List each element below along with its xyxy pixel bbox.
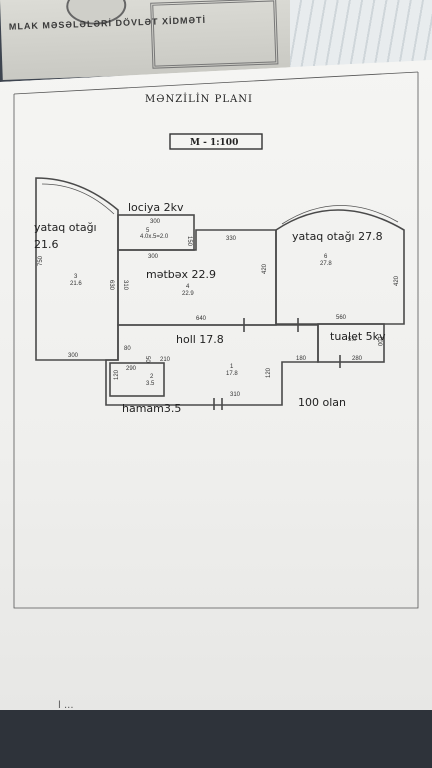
dim-label: 330 [226,236,237,242]
dim-label: 640 [196,316,207,322]
room-area: 4.0x.5=2.0 [140,234,169,240]
room-bedroom-left [35,177,119,361]
dim-label: 180 [296,356,307,362]
plan-scale: M - 1:100 [190,138,238,148]
dim-label: 750 [38,255,44,266]
decorative-frame [150,0,279,69]
room-area: 3.5 [146,381,155,387]
room-toilet [317,323,385,363]
dim-label: 630 [108,280,114,291]
label-olan: 100 olan [298,396,346,409]
room-area: 17.8 [226,371,238,377]
room-bedroom-right [275,209,405,325]
room-number: 4 [186,284,190,290]
corner-mark: ا ... [58,700,74,710]
dim-label: 300 [150,219,161,225]
dim-label: 100 [376,336,382,347]
label-yataq-left-area: 21.6 [34,238,59,251]
label-tualet: tualet 5kv [330,330,386,343]
dim-label: 420 [394,275,400,286]
scale-box [169,133,263,150]
dim-label: 150 [186,236,192,247]
dim-label: 210 [160,357,171,363]
dim-label: 290 [126,366,137,372]
dim-label: 120 [266,367,272,378]
dim-label: 300 [148,254,159,260]
label-hamam: hamam3.5 [122,402,181,415]
plan-title: MƏNZİLİN PLANI [145,93,253,105]
label-yataq-left: yataq otağı [34,221,97,234]
room-bathroom [109,362,165,397]
dim-label: 80 [124,346,131,352]
label-yataq-right: yataq otağı 27.8 [292,230,383,243]
room-area: 5.0 [348,337,357,343]
room-area: 27.8 [320,261,332,267]
label-lociya: lociya 2kv [128,201,184,214]
drawing-frame [13,72,419,609]
room-number: 1 [230,364,234,370]
room-area: 21.6 [70,281,82,287]
room-number: 2 [150,374,154,380]
floor-plan-sheet: MƏNZİLİN PLANI M - 1:100 300 150 330 300… [0,60,432,710]
dim-label: 310 [230,392,241,398]
drawing-frame-top [13,71,419,95]
label-metbex: mətbəx 22.9 [146,268,216,281]
dim-label: 280 [352,356,363,362]
dim-label: 420 [262,263,268,274]
room-number: 6 [324,254,328,260]
curved-wall-right [281,205,399,225]
room-number: 5 [146,228,150,234]
dim-label: 50 [144,356,150,363]
label-holl: holl 17.8 [176,333,224,346]
curved-wall-left [41,183,115,215]
dim-label: 560 [336,315,347,321]
floor-plan-drawing: MƏNZİLİN PLANI M - 1:100 300 150 330 300… [13,71,419,710]
background-window-blinds [290,0,432,70]
dim-label: 310 [122,280,128,291]
dim-label: 300 [68,353,79,359]
room-number: 3 [74,274,78,280]
room-area: 22.9 [182,291,194,297]
dim-label: 120 [114,369,120,380]
background-document: MLAK MƏSƏLƏLƏRİ DÖVLƏT XİDMƏTİ [0,0,303,80]
